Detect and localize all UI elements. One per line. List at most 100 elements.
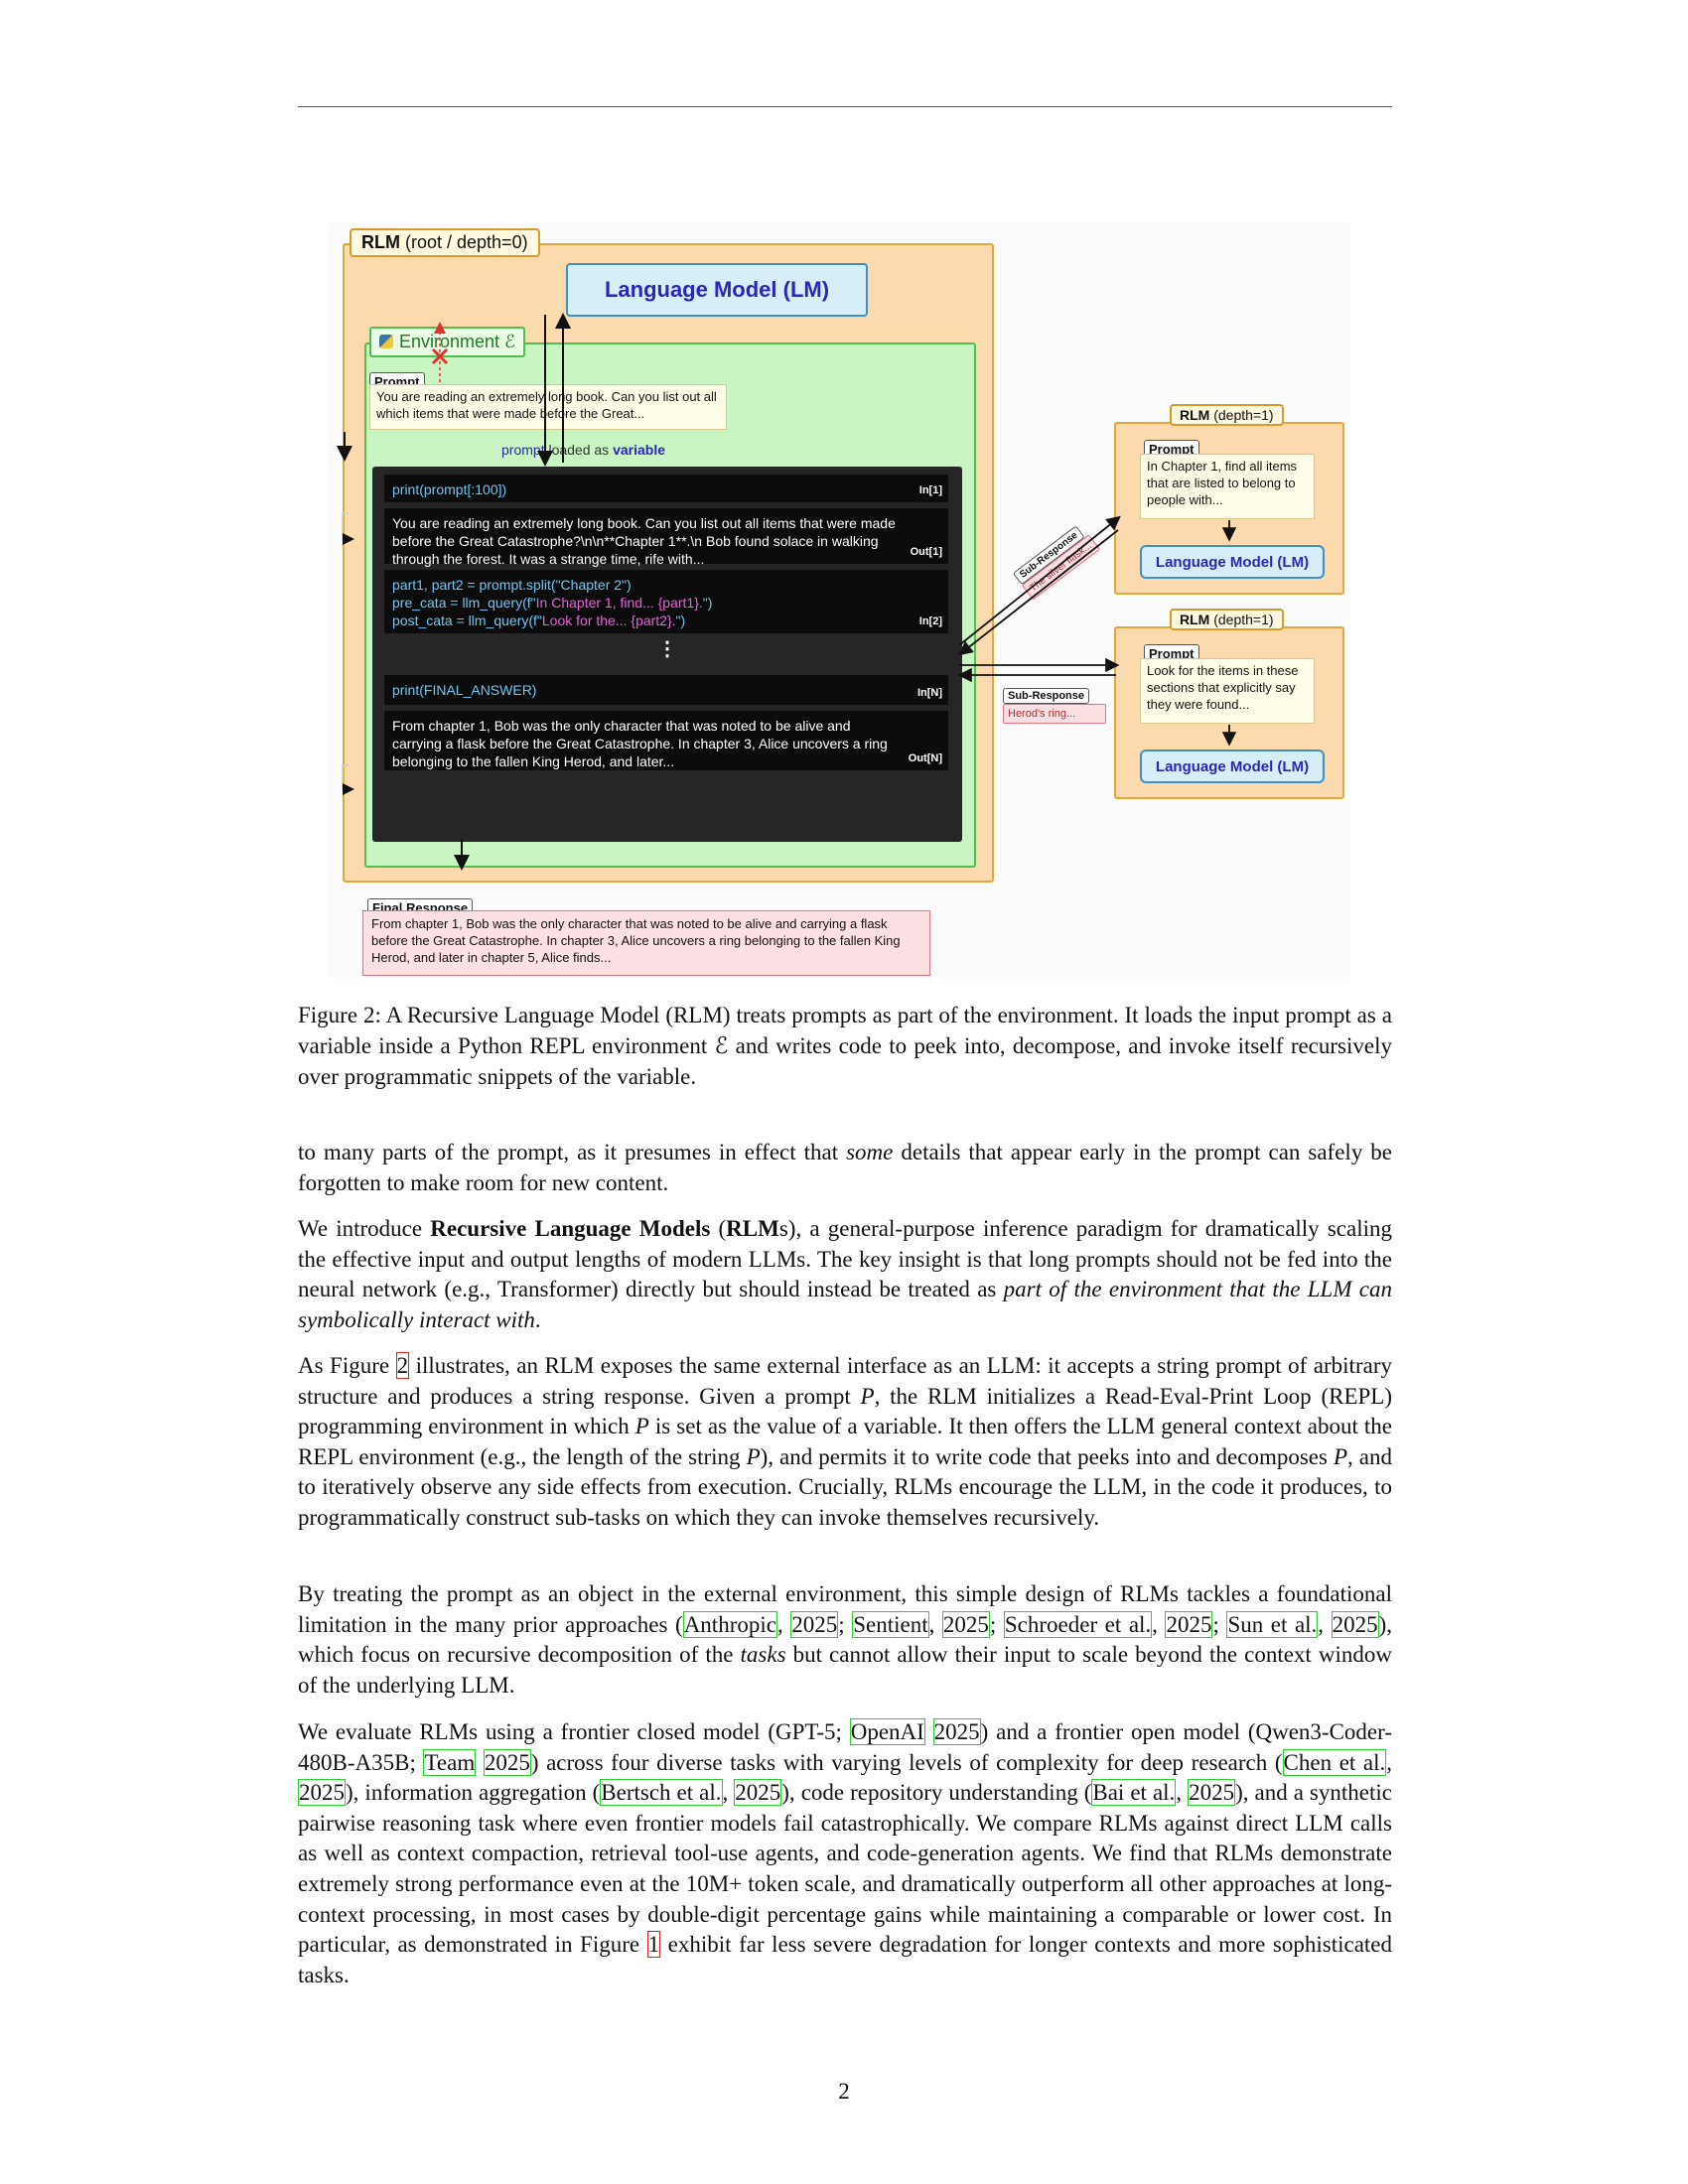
text-run: illustrates, an RLM exposes the same ext… xyxy=(298,1353,1392,1409)
repl-panel: print(prompt[:100]) In[1] You are readin… xyxy=(372,467,962,842)
environment-label: Environment ℰ xyxy=(369,327,525,357)
text-run: is set as the value of a variable. It th… xyxy=(298,1414,1392,1469)
sub-response-2-tag: Sub-Response xyxy=(1003,688,1090,704)
in2-line3: post_cata = llm_query(f"Look for the... … xyxy=(392,612,940,629)
sub1-language-model: Language Model (LM) xyxy=(1140,545,1325,579)
out1-tag: Out[1] xyxy=(910,546,942,558)
in2-line3-c: ") xyxy=(675,613,686,628)
text-run: RLM xyxy=(726,1216,779,1241)
inN-tag: In[N] xyxy=(916,687,942,699)
paragraph-3: As Figure 2 illustrates, an RLM exposes … xyxy=(298,1351,1392,1534)
citation-bertsch-year[interactable]: 2025 xyxy=(734,1779,782,1807)
text-run: ), and permits it to write code that pee… xyxy=(760,1443,1334,1469)
in2-line3-a: post_cata = llm_query(f" xyxy=(392,613,542,628)
sub1-label-rest: (depth=1) xyxy=(1209,407,1274,423)
text-run: ), and a synthetic pairwise reasoning ta… xyxy=(298,1780,1392,1958)
citation-sun[interactable]: Sun et al. xyxy=(1226,1610,1319,1638)
in2-line1: part1, part2 = prompt.split("Chapter 2") xyxy=(392,577,632,593)
citation-openai-year[interactable]: 2025 xyxy=(932,1718,981,1745)
citation-schroeder[interactable]: Schroeder et al. xyxy=(1003,1610,1153,1638)
citation-bai-year[interactable]: 2025 xyxy=(1188,1779,1236,1807)
citation-schroeder-year[interactable]: 2025 xyxy=(1165,1610,1213,1638)
citation-bertsch[interactable]: Bertsch et al. xyxy=(600,1779,723,1807)
loaded-variable-word: variable xyxy=(613,442,666,458)
rlm-root-label: RLM (root / depth=0) xyxy=(350,228,540,257)
text-run: . xyxy=(534,1306,541,1332)
outN-text: From chapter 1, Bob was the only charact… xyxy=(392,718,888,769)
text-run: Recursive Language Models xyxy=(430,1216,711,1241)
citation-team-year[interactable]: 2025 xyxy=(483,1748,531,1776)
sub-response-2: Sub-Response Herod's ring... xyxy=(1003,686,1106,724)
final-response-note: From chapter 1, Bob was the only charact… xyxy=(362,910,930,976)
rlm-depth1-label-1: RLM (depth=1) xyxy=(1170,404,1284,426)
text-run: ) and a frontier open model (Qwen3-Coder… xyxy=(298,1719,1392,1775)
arrow-in1-to-out1 xyxy=(342,512,354,545)
prompt-note: You are reading an extremely long book. … xyxy=(369,384,727,430)
text-run: , xyxy=(776,1611,791,1637)
text-run: As Figure xyxy=(298,1353,396,1378)
citation-bai[interactable]: Bai et al. xyxy=(1091,1779,1177,1807)
text-run: ), information aggregation ( xyxy=(346,1780,601,1806)
citation-chen-year[interactable]: 2025 xyxy=(298,1779,346,1807)
repl-cell-out1: You are reading an extremely long book. … xyxy=(384,508,948,567)
sub-response-2-text: Herod's ring... xyxy=(1003,704,1106,724)
text-run: ; xyxy=(1212,1611,1227,1637)
in1-code: print(prompt[:100]) xyxy=(392,481,507,497)
text-run: tasks xyxy=(740,1642,786,1668)
text-run: P xyxy=(634,1414,649,1439)
in2-line2: pre_cata = llm_query(f"In Chapter 1, fin… xyxy=(392,594,940,612)
sub2-label-rest: (depth=1) xyxy=(1209,612,1274,627)
repl-cell-outN: From chapter 1, Bob was the only charact… xyxy=(384,711,948,770)
text-run: ) across four diverse tasks with varying… xyxy=(530,1749,1283,1775)
text-run: exhibit far less severe degradation for … xyxy=(298,1932,1392,1987)
environment-label-text: Environment ℰ xyxy=(399,332,515,351)
text-run: , xyxy=(928,1611,942,1637)
text-run: ), which focus on recursive decompositio… xyxy=(298,1611,1393,1668)
citation-openai[interactable]: OpenAI xyxy=(849,1718,925,1745)
text-run: We evaluate RLMs using a frontier closed… xyxy=(298,1719,850,1744)
figure-ref-1[interactable]: 1 xyxy=(646,1931,661,1959)
text-run: , the RLM initializes a Read-Eval-Print … xyxy=(298,1383,1392,1439)
blocked-x-icon xyxy=(431,347,449,365)
sub2-prompt-note: Look for the items in these sections tha… xyxy=(1140,658,1315,724)
figure-ref-2[interactable]: 2 xyxy=(395,1352,410,1379)
header-rule xyxy=(298,106,1392,107)
citation-sun-year[interactable]: 2025 xyxy=(1331,1610,1379,1638)
figure-rlm-diagram: RLM (root / depth=0) Language Model (LM)… xyxy=(328,223,1350,978)
text-run: ), code repository understanding ( xyxy=(781,1780,1092,1806)
in2-line2-b: In Chapter 1, find... {part1}. xyxy=(535,595,703,611)
in2-line2-c: ") xyxy=(702,595,713,611)
outN-tag: Out[N] xyxy=(908,752,942,764)
paragraph-1: to many parts of the prompt, as it presu… xyxy=(298,1138,1392,1198)
text-run: We introduce xyxy=(298,1216,431,1241)
citation-team[interactable]: Team xyxy=(423,1748,477,1776)
text-run: but cannot allow their input to scale be… xyxy=(298,1642,1393,1698)
text-run: ( xyxy=(710,1216,727,1241)
citation-sentient[interactable]: Sentient xyxy=(852,1610,929,1638)
in2-line2-a: pre_cata = llm_query(f" xyxy=(392,595,536,611)
text-run: ; xyxy=(989,1611,1004,1637)
text-run: details that appear early in the prompt … xyxy=(298,1140,1393,1195)
text-run: , xyxy=(1152,1611,1166,1637)
sub2-label-bold: RLM xyxy=(1180,612,1210,627)
paragraph-4: By treating the prompt as an object in t… xyxy=(298,1579,1392,1701)
in2-line3-b: Look for the... {part2}. xyxy=(541,613,676,628)
repl-cell-inN: print(FINAL_ANSWER) In[N] xyxy=(384,675,948,705)
text-run: P xyxy=(1333,1443,1348,1469)
repl-cell-in2: part1, part2 = prompt.split("Chapter 2")… xyxy=(384,570,948,633)
citation-anthropic[interactable]: Anthropic xyxy=(682,1610,777,1638)
in1-tag: In[1] xyxy=(918,484,942,496)
sub2-language-model: Language Model (LM) xyxy=(1140,750,1325,783)
paragraph-2: We introduce Recursive Language Models (… xyxy=(298,1214,1392,1335)
rlm-root-label-rest: (root / depth=0) xyxy=(400,232,528,252)
citation-anthropic-year[interactable]: 2025 xyxy=(790,1610,839,1638)
text-run: s), a general-purpose inference paradigm… xyxy=(298,1216,1392,1302)
citation-sentient-year[interactable]: 2025 xyxy=(941,1610,990,1638)
python-icon xyxy=(379,335,393,348)
text-run: some xyxy=(846,1140,894,1164)
rlm-depth1-label-2: RLM (depth=1) xyxy=(1170,609,1284,630)
rlm-root-label-bold: RLM xyxy=(361,232,400,252)
text-run: to many parts of the prompt, as it presu… xyxy=(298,1140,847,1164)
citation-chen[interactable]: Chen et al. xyxy=(1282,1748,1387,1776)
text-run: , xyxy=(1318,1611,1332,1637)
